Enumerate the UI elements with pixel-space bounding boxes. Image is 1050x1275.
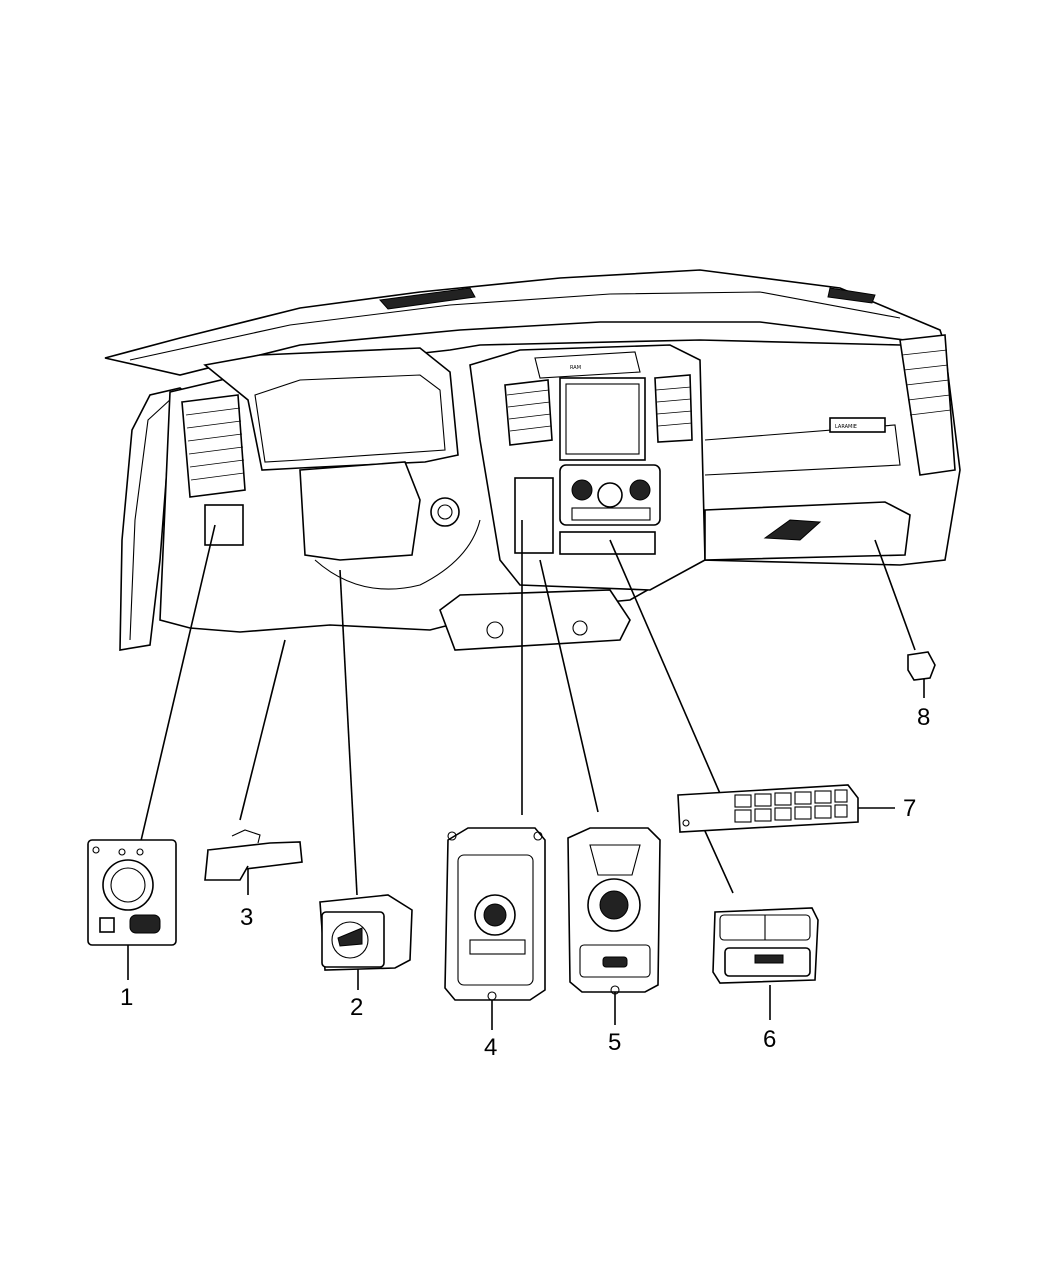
callout-7: 7 — [903, 795, 916, 822]
callout-2: 2 — [350, 994, 363, 1021]
dash-badge-text: RAM — [570, 365, 581, 371]
switch-bracket — [204, 829, 303, 881]
leader-lines — [127, 520, 925, 1030]
instrument-panel-assembly: RAM LARAMIE — [104, 269, 961, 651]
transfer-case-switch — [444, 827, 546, 1001]
headlamp-switch — [87, 839, 177, 946]
callout-1: 1 — [120, 984, 133, 1011]
passenger-badge-text: LARAMIE — [835, 424, 857, 430]
callout-3: 3 — [240, 904, 253, 931]
trim-plug — [907, 651, 936, 681]
callout-4: 4 — [484, 1034, 497, 1061]
auxiliary-switch-panel — [677, 784, 859, 833]
ignition-switch — [319, 894, 413, 971]
heated-seat-switch — [712, 907, 819, 984]
callout-8: 8 — [917, 704, 930, 731]
callout-labels: 1 2 3 4 5 6 7 8 — [120, 704, 930, 1061]
callout-5: 5 — [608, 1029, 621, 1056]
rotary-shifter — [567, 827, 661, 995]
callout-6: 6 — [763, 1026, 776, 1053]
